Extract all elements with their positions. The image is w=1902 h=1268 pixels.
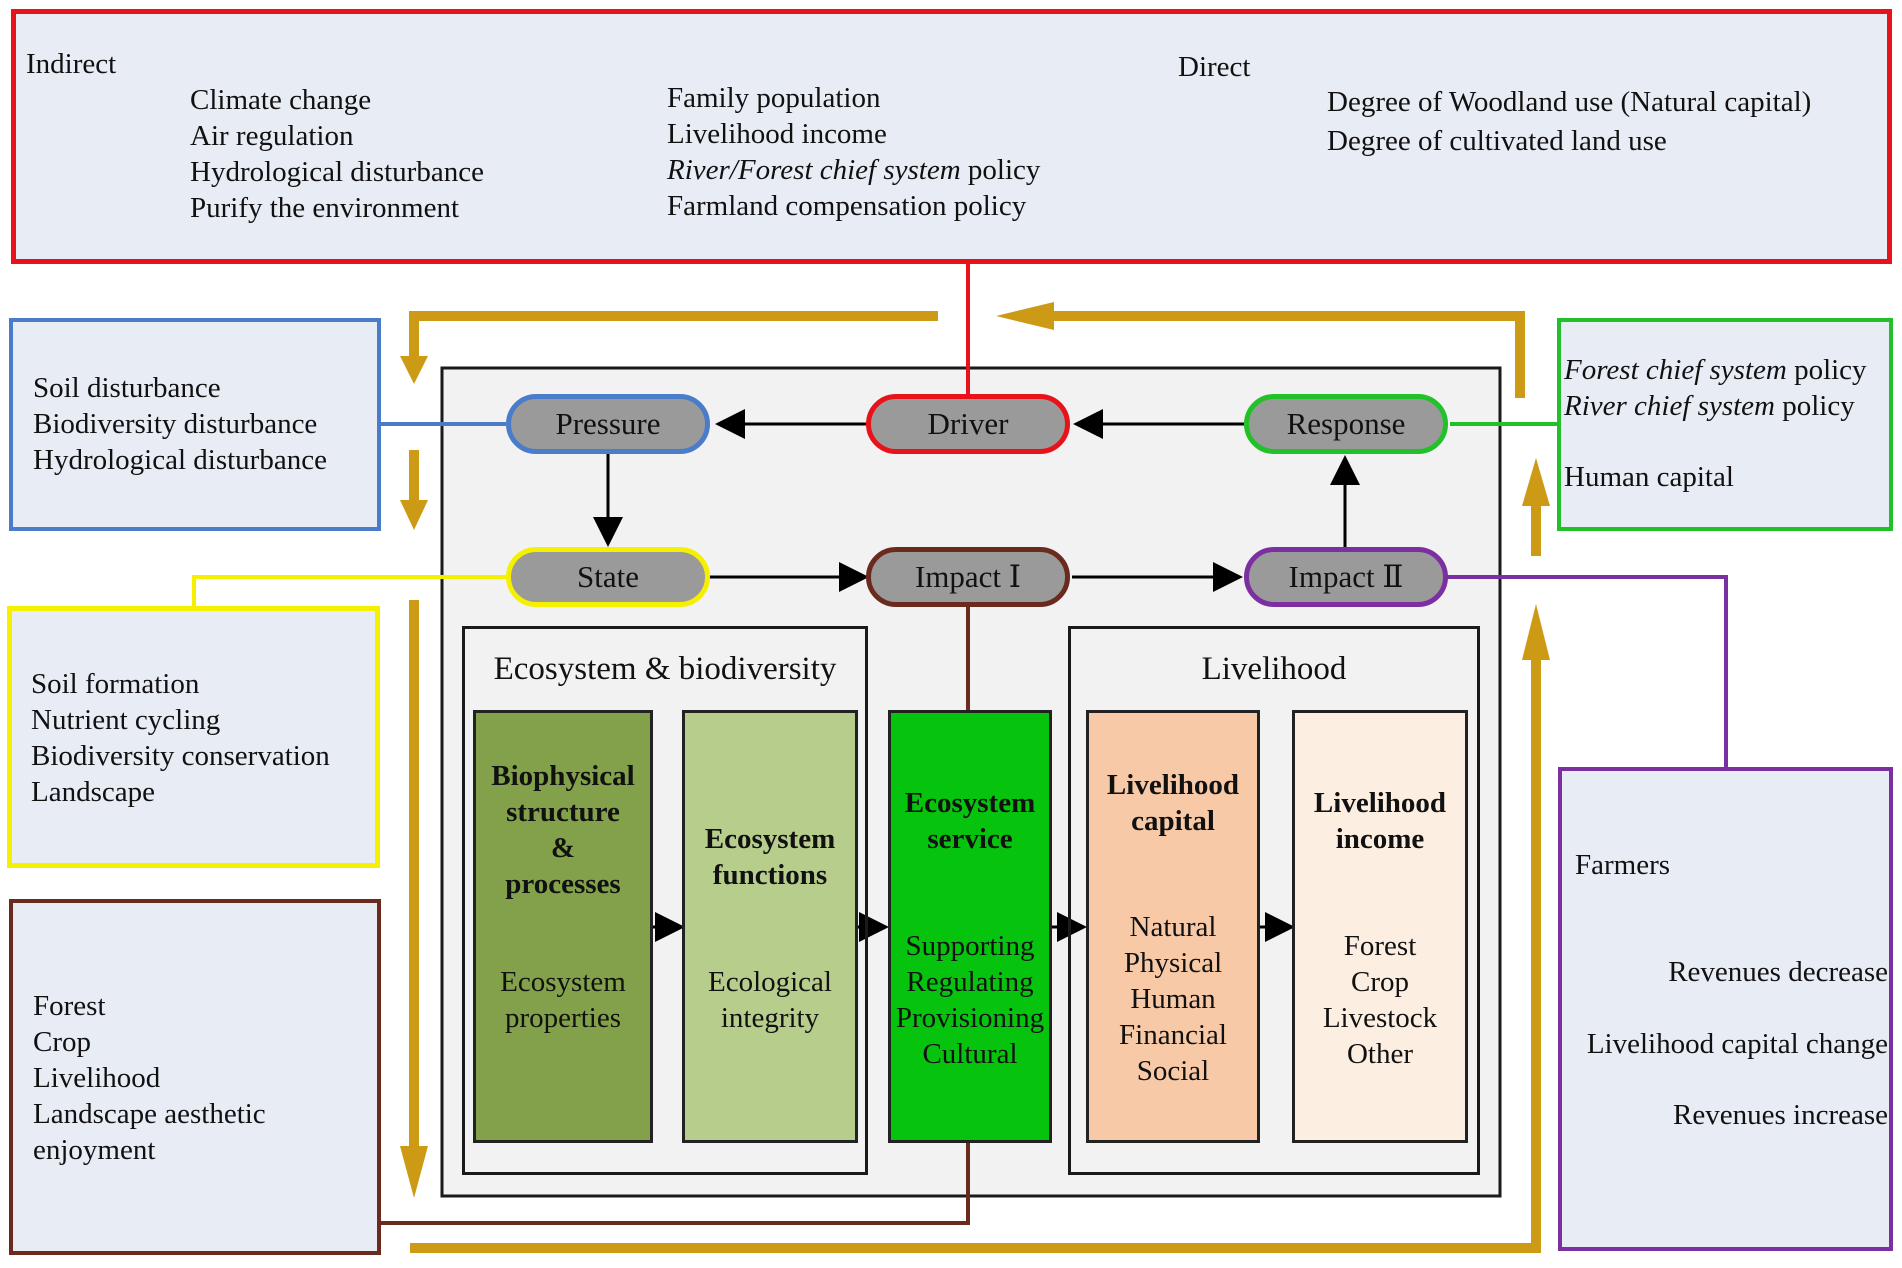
column-heading: Ecosystem functions — [704, 823, 836, 891]
state-description-box — [7, 606, 380, 868]
column-body: Supporting Regulating Provisioning Cultu… — [895, 930, 1045, 1070]
state-connector — [192, 575, 508, 609]
pressure-item: Biodiversity disturbance — [33, 408, 318, 440]
impact1-item: Crop — [33, 1026, 91, 1058]
livelihood-panel: Livelihood — [1068, 626, 1480, 1175]
farmers-description-box — [1558, 767, 1893, 1251]
direct-item: Degree of Woodland use (Natural capital) — [1327, 86, 1812, 118]
indirect-item: River/Forest chief system policy — [667, 154, 1041, 186]
driver-description-box — [11, 9, 1892, 264]
indirect-item: Livelihood income — [667, 118, 887, 150]
farmers-item: Revenues decrease — [1668, 956, 1888, 988]
indirect-label: Indirect — [26, 48, 117, 80]
indirect-item: Family population — [667, 82, 881, 114]
column-heading: Ecosystem service — [904, 787, 1036, 855]
ecosystem-panel-title: Ecosystem & biodiversity — [493, 651, 837, 687]
direct-item: Degree of cultivated land use — [1327, 125, 1667, 157]
column-body: Ecological integrity — [707, 966, 832, 1034]
indirect-item: Climate change — [190, 84, 372, 116]
response-item: River chief system policy — [1564, 390, 1855, 422]
state-item: Soil formation — [31, 668, 200, 700]
pressure-item: Soil disturbance — [33, 372, 221, 404]
pressure-description-box — [9, 318, 381, 531]
golden-arrowheads — [400, 302, 1550, 1198]
golden-flow-arrows — [409, 311, 1541, 1253]
column-body: Forest Crop Livestock Other — [1322, 930, 1438, 1070]
impact1-item: enjoyment — [33, 1134, 156, 1166]
response-item: Forest chief system policy — [1564, 354, 1867, 386]
indirect-item: Air regulation — [190, 120, 354, 152]
gold-top-left-arrow — [409, 311, 938, 356]
impact1-description-box — [9, 899, 381, 1255]
response-description-box — [1557, 318, 1893, 531]
livelihood-capital-column: Livelihood capital Natural Physical Huma… — [1086, 710, 1260, 1143]
impact1-item: Landscape aesthetic — [33, 1098, 266, 1130]
indirect-item: Purify the environment — [190, 192, 460, 224]
state-item: Biodiversity conservation — [31, 740, 330, 772]
impact1-item: Livelihood — [33, 1062, 161, 1094]
column-heading: Livelihood income — [1313, 787, 1447, 855]
driver-node: Driver — [866, 394, 1070, 454]
livelihood-panel-title: Livelihood — [1201, 651, 1347, 687]
impact1-item: Forest — [33, 990, 106, 1022]
ecosystem-functions-column: Ecosystem functions Ecological integrity — [682, 710, 858, 1143]
impact1-connector — [380, 1143, 970, 1225]
farmers-title: Farmers — [1575, 849, 1671, 881]
direct-label: Direct — [1178, 51, 1251, 83]
indirect-item: Hydrological disturbance — [190, 156, 484, 188]
biophysical-structure-column: Biophysical structure & processes Ecosys… — [473, 710, 653, 1143]
state-item: Landscape — [31, 776, 155, 808]
column-heading: Biophysical structure & processes — [491, 760, 635, 900]
column-body: Ecosystem properties — [500, 966, 626, 1034]
pressure-node: Pressure — [506, 394, 710, 454]
ecosystem-biodiversity-panel: Ecosystem & biodiversity — [462, 626, 868, 1175]
ecosystem-service-column: Ecosystem service Supporting Regulating … — [888, 710, 1052, 1143]
indirect-item: Farmland compensation policy — [667, 190, 1027, 222]
column-body: Natural Physical Human Financial Social — [1119, 911, 1227, 1087]
livelihood-income-column: Livelihood income Forest Crop Livestock … — [1292, 710, 1468, 1143]
pressure-item: Hydrological disturbance — [33, 444, 327, 476]
gold-top-right-arrow — [1054, 311, 1525, 398]
farmers-item: Revenues increase — [1673, 1099, 1888, 1131]
state-node: State — [506, 547, 710, 607]
impact2-node: Impact Ⅱ — [1244, 547, 1448, 607]
impact1-node: Impact Ⅰ — [866, 547, 1070, 607]
response-node: Response — [1244, 394, 1448, 454]
state-item: Nutrient cycling — [31, 704, 221, 736]
impact2-connector — [1444, 575, 1728, 767]
gold-bottom-right-arrow — [410, 660, 1541, 1253]
farmers-item: Livelihood capital change — [1586, 1028, 1888, 1060]
response-item: Human capital — [1564, 461, 1734, 493]
column-heading: Livelihood capital — [1106, 769, 1240, 837]
